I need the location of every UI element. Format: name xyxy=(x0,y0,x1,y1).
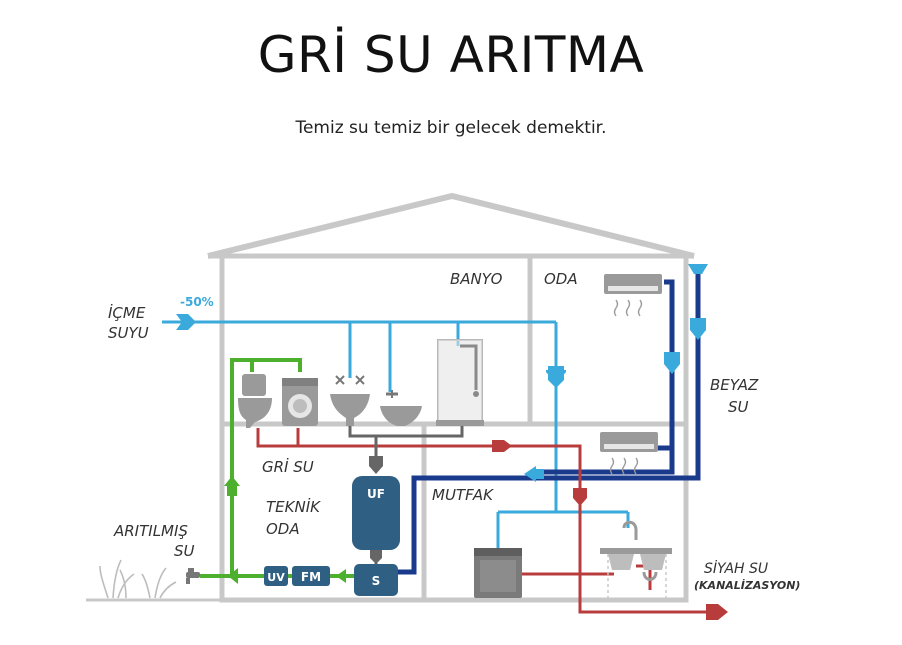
s-tank: S xyxy=(354,564,398,596)
ac-unit-lower-icon xyxy=(600,432,658,475)
potable-inlet-arrow-icon xyxy=(176,314,196,330)
house-outline xyxy=(86,192,695,603)
white-water-pipes xyxy=(392,268,701,575)
treated-up-arrow-icon xyxy=(224,476,240,496)
treated-left-arrow-2-icon xyxy=(336,569,346,583)
teknik-oda-label-1: TEKNİK xyxy=(266,497,321,516)
oda-label: ODA xyxy=(544,270,578,288)
gri-su-label: GRİ SU xyxy=(262,457,314,476)
shower-cabin-icon xyxy=(436,339,484,426)
drain-down-arrow-icon xyxy=(369,456,383,474)
uv-label: UV xyxy=(267,571,285,584)
percent-label: -50% xyxy=(180,295,214,309)
washbasin-icon xyxy=(380,390,422,426)
white-water-down-arrow-2-icon xyxy=(664,352,680,374)
beyaz-su-label-1: BEYAZ xyxy=(710,376,759,394)
washing-machine-icon xyxy=(282,378,318,426)
dishwasher-icon xyxy=(474,548,522,598)
icme-suyu-label-1: İÇME xyxy=(108,303,146,322)
page-title: GRİ SU ARITMA xyxy=(257,26,645,84)
fm-label: FM xyxy=(301,570,321,584)
grey-water-right-arrow-icon xyxy=(492,440,512,452)
grey-water-pipes xyxy=(256,428,720,614)
page-subtitle: Temiz su temiz bir gelecek demektir. xyxy=(295,118,607,138)
siyah-su-label: SİYAH SU xyxy=(704,559,768,577)
treated-left-arrow-1-icon xyxy=(228,568,238,584)
potable-down-arrow-head-icon xyxy=(548,366,564,388)
kitchen-sink-icon xyxy=(600,520,672,598)
aritilmis-su-label-2: SU xyxy=(174,542,195,560)
uf-to-s-arrow-icon xyxy=(370,550,382,564)
grass-icon xyxy=(99,559,177,599)
black-water-right-arrow-icon xyxy=(706,604,728,620)
bidet-sink-icon xyxy=(330,375,370,426)
icme-suyu-label-2: SUYU xyxy=(108,324,149,342)
aritilmis-su-label-1: ARITILMIŞ xyxy=(113,522,188,540)
house-walls xyxy=(219,256,689,603)
roof-line xyxy=(207,192,695,259)
white-water-left-arrow-icon xyxy=(524,466,536,482)
teknik-oda-label-2: ODA xyxy=(266,520,300,538)
toilet-icon xyxy=(238,374,272,428)
beyaz-su-label-2: SU xyxy=(728,398,749,416)
s-label: S xyxy=(372,574,381,588)
rain-collector-icon xyxy=(688,264,708,274)
uv-unit: UV xyxy=(264,566,288,586)
ac-unit-upper-icon xyxy=(604,274,662,317)
white-water-left-arrow-body xyxy=(536,469,544,479)
outdoor-faucet-icon xyxy=(186,568,200,584)
uf-label: UF xyxy=(367,487,385,501)
white-water-down-arrow-1-icon xyxy=(690,318,706,340)
kanalizasyon-label: (KANALİZASYON) xyxy=(694,578,800,592)
grey-water-down-arrow-icon xyxy=(573,488,587,506)
fm-unit: FM xyxy=(292,566,330,586)
uf-unit: UF xyxy=(352,476,400,550)
banyo-label: BANYO xyxy=(450,270,503,288)
mutfak-label: MUTFAK xyxy=(432,486,494,504)
